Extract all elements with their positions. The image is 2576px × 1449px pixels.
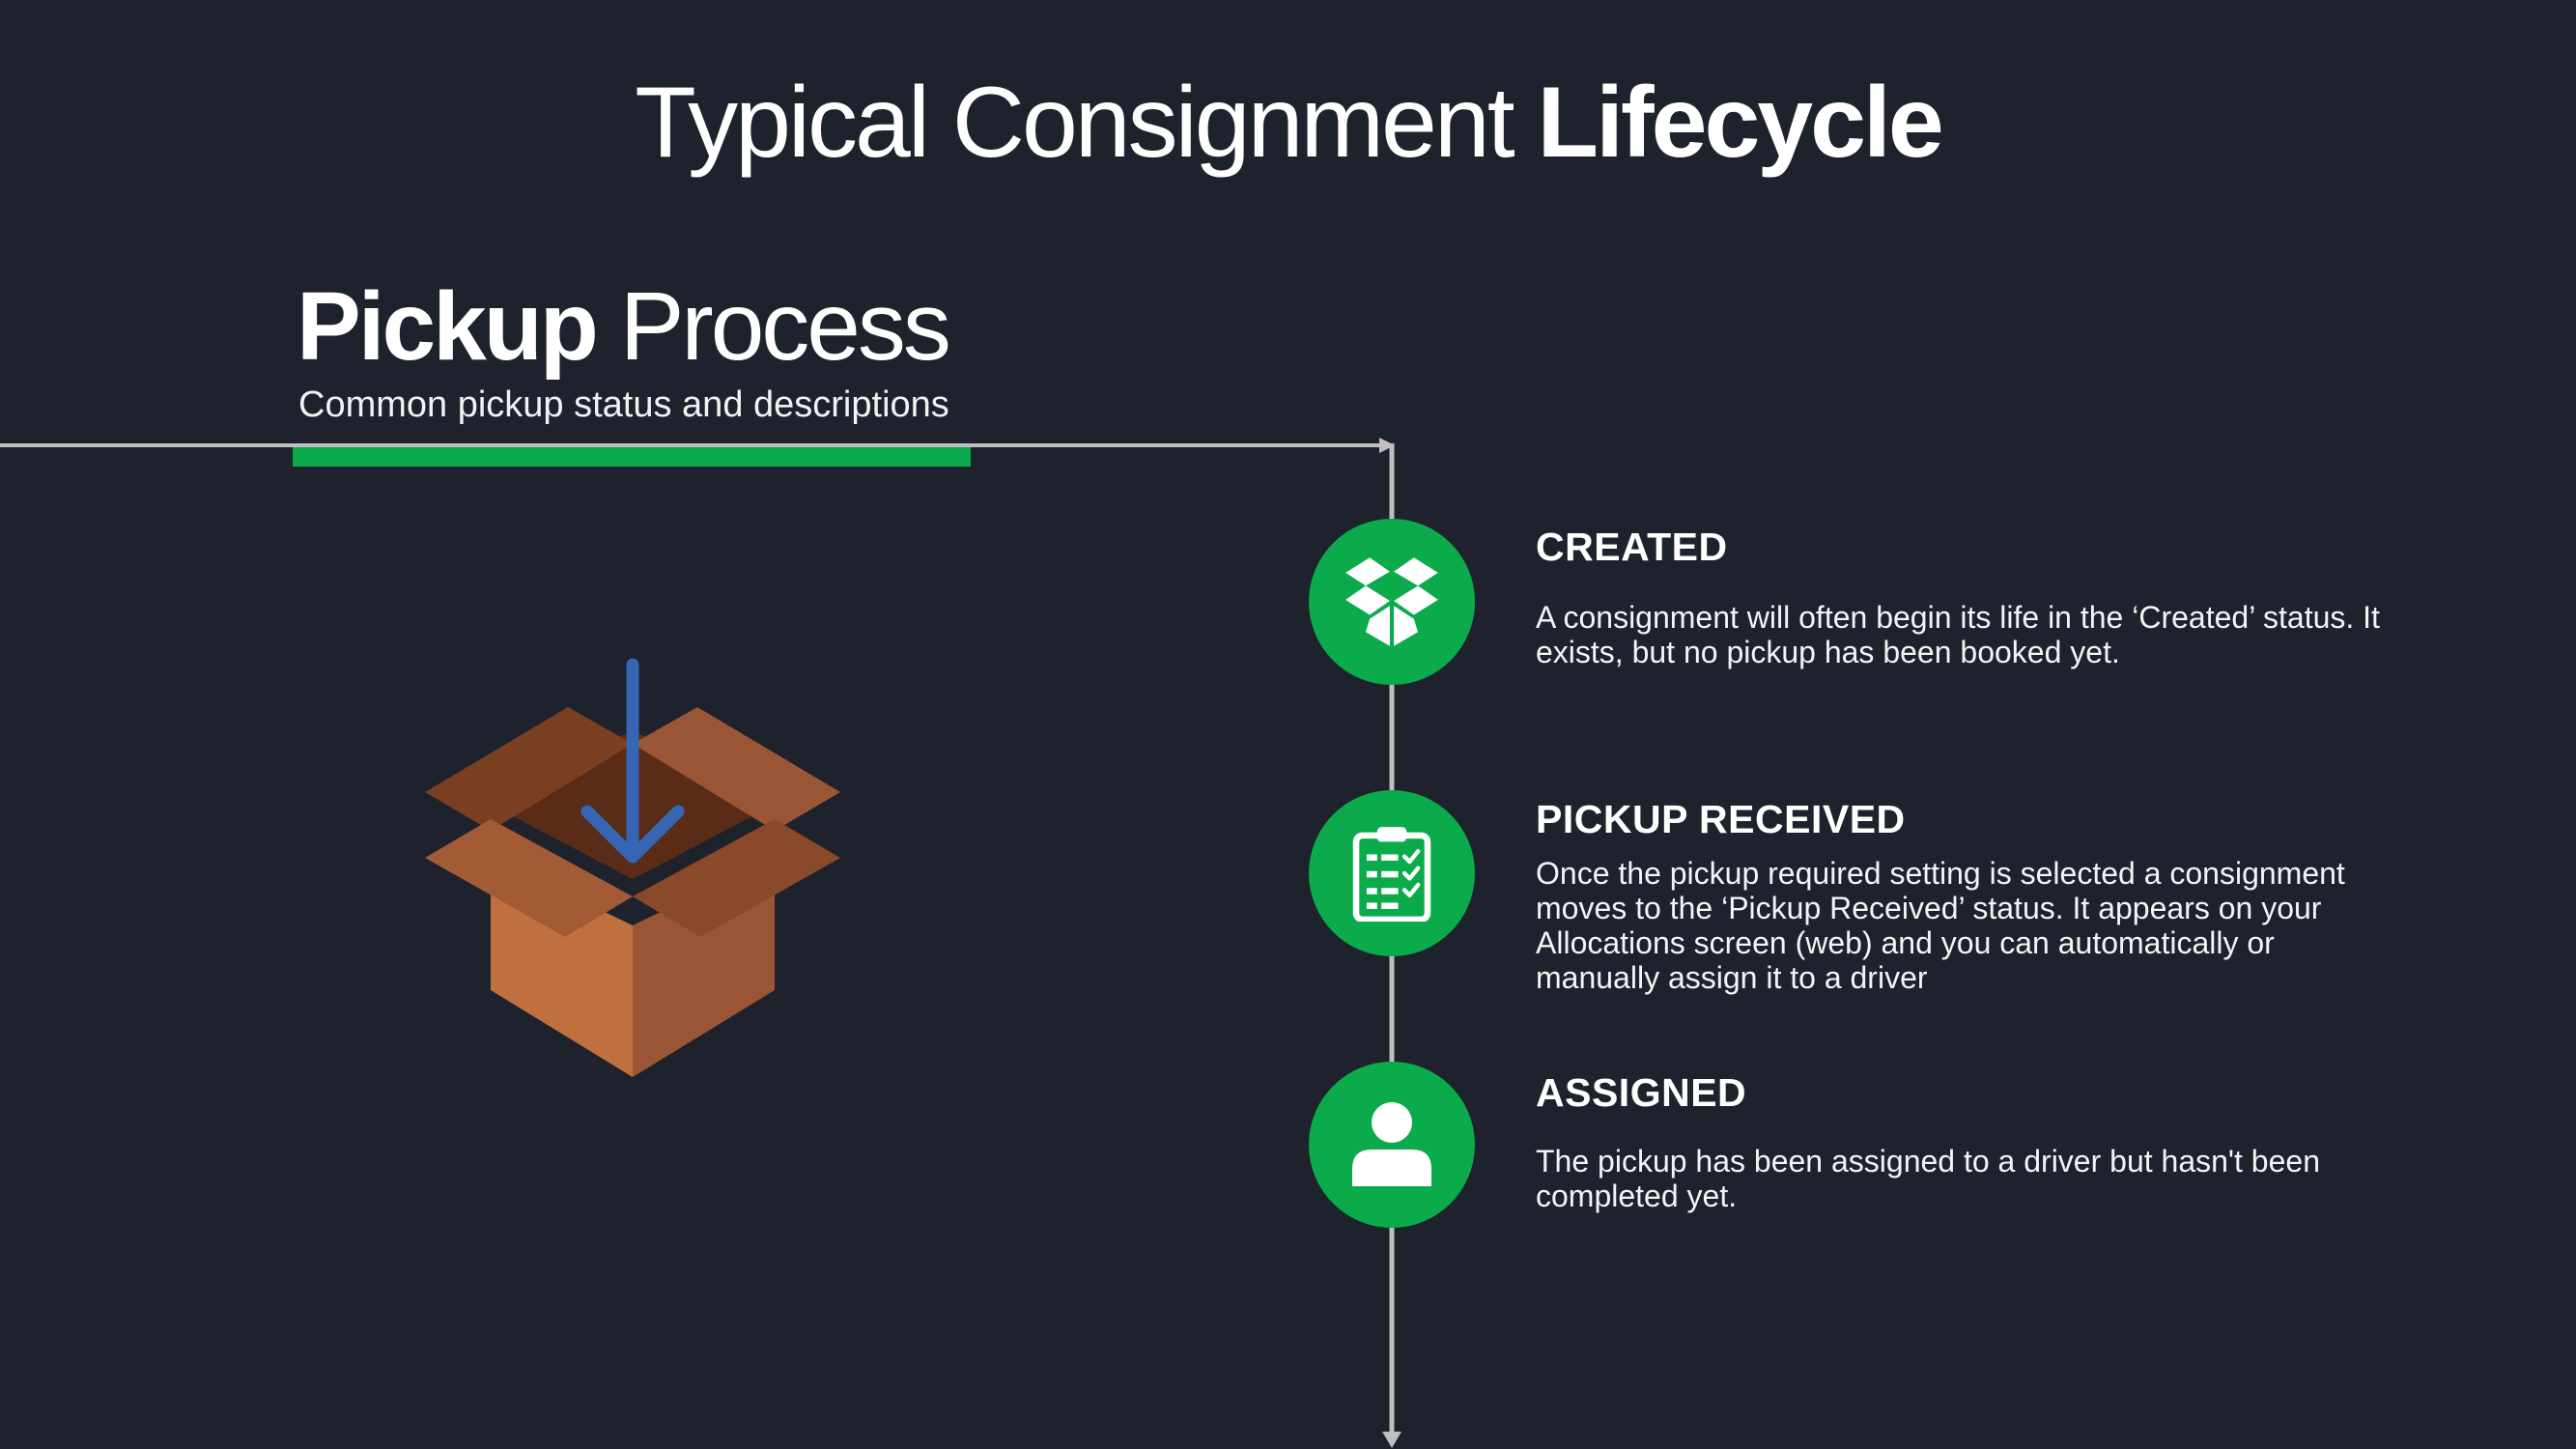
- status-title-assigned: ASSIGNED: [1536, 1070, 1747, 1115]
- created-status-icon: [1309, 519, 1475, 685]
- section-title: Pickup Process: [297, 269, 951, 384]
- section-title-light: Process: [619, 272, 951, 381]
- status-desc-assigned: The pickup has been assigned to a driver…: [1536, 1144, 2320, 1213]
- page-title: Typical Consignment Lifecycle: [0, 60, 2576, 185]
- page-title-light: Typical Consignment: [635, 67, 1514, 179]
- pickup-received-status-icon: [1309, 790, 1475, 956]
- status-desc-created: A consignment will often begin its life …: [1536, 600, 2380, 669]
- horizontal-arrowhead: [1379, 438, 1395, 453]
- vertical-arrowhead: [1382, 1432, 1401, 1448]
- user-icon: [1352, 1102, 1431, 1186]
- section-underline: [293, 447, 971, 467]
- section-title-bold: Pickup: [297, 272, 599, 381]
- section-subtitle: Common pickup status and descriptions: [298, 384, 949, 425]
- assigned-status-icon: [1309, 1062, 1475, 1228]
- clipboard-checklist-icon: [1352, 827, 1431, 922]
- open-box-icon: [425, 658, 840, 1077]
- status-desc-pickup-received: Once the pickup required setting is sele…: [1536, 856, 2345, 995]
- dropbox-icon: [1345, 557, 1438, 646]
- status-title-pickup-received: PICKUP RECEIVED: [1536, 797, 1906, 841]
- down-arrow-icon: [580, 658, 685, 864]
- status-title-created: CREATED: [1536, 525, 1728, 569]
- page-title-bold: Lifecycle: [1537, 67, 1944, 179]
